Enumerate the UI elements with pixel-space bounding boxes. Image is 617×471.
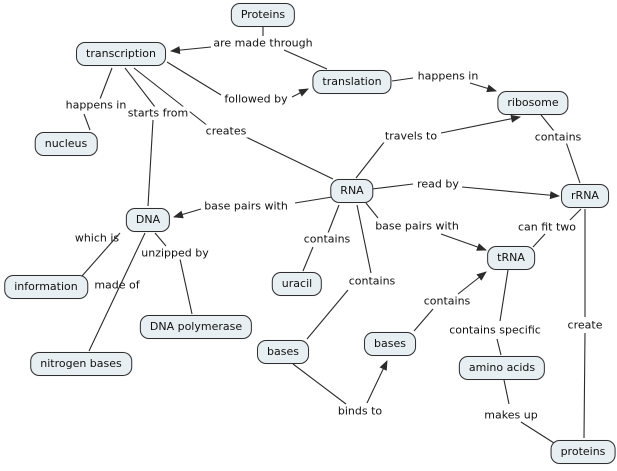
edge-line-5 <box>124 67 156 108</box>
concept-node-information[interactable]: information <box>4 275 88 299</box>
edge-line-35 <box>499 269 509 322</box>
concept-node-rrna[interactable]: rRNA <box>561 184 609 208</box>
edge-line-29 <box>413 308 434 332</box>
edge-line-3 <box>99 67 113 100</box>
concept-node-trna[interactable]: tRNA <box>487 246 535 270</box>
edge-line-12 <box>469 82 497 93</box>
concept-node-nitrogen-bases[interactable]: nitrogen bases <box>30 352 132 376</box>
concept-node-bases-rna[interactable]: bases <box>257 340 309 364</box>
concept-node-transcription[interactable]: transcription <box>76 42 166 66</box>
link-label-starts-from[interactable]: starts from <box>125 106 191 120</box>
edge-line-4 <box>83 113 91 131</box>
link-label-followed-by[interactable]: followed by <box>222 92 290 106</box>
link-label-create[interactable]: create <box>565 318 605 332</box>
edge-line-2 <box>283 49 328 70</box>
edge-line-32 <box>569 208 582 221</box>
link-label-binds-to[interactable]: binds to <box>335 404 385 418</box>
edge-line-13 <box>355 140 386 179</box>
link-label-contains-rrna[interactable]: contains <box>532 130 584 144</box>
concept-node-uracil[interactable]: uracil <box>271 272 323 296</box>
edge-line-18 <box>461 186 560 200</box>
link-label-base-pairs-with-dna[interactable]: base pairs with <box>202 199 290 213</box>
edge-line-9 <box>166 61 222 96</box>
edge-line-11 <box>391 77 414 82</box>
concept-node-proteins[interactable]: Proteins <box>230 3 296 27</box>
edge-line-16 <box>565 141 581 184</box>
link-label-are-made-through[interactable]: are made through <box>211 36 315 50</box>
edge-line-1 <box>170 46 212 55</box>
edge-line-6 <box>147 119 154 207</box>
concept-node-nucleus[interactable]: nucleus <box>34 132 98 156</box>
edge-line-28 <box>366 360 388 404</box>
edge-line-37 <box>503 379 510 405</box>
link-label-happens-in-nucleus[interactable]: happens in <box>63 98 129 112</box>
link-label-happens-in-ribosome[interactable]: happens in <box>415 69 481 83</box>
edge-line-39 <box>81 232 121 277</box>
edge-line-24 <box>306 289 349 340</box>
link-label-can-fit-two[interactable]: can fit two <box>515 220 579 234</box>
concept-node-amino-acids[interactable]: amino acids <box>458 356 546 380</box>
link-label-contains-bases[interactable]: contains <box>346 274 398 288</box>
edge-line-40 <box>154 232 167 247</box>
concept-node-rna[interactable]: RNA <box>330 179 374 203</box>
link-label-which-is[interactable]: which is <box>74 231 120 245</box>
link-label-creates[interactable]: creates <box>203 124 249 138</box>
link-label-contains-uracil[interactable]: contains <box>301 232 353 246</box>
link-label-unzipped-by[interactable]: unzipped by <box>139 246 211 260</box>
edge-line-34 <box>583 332 586 439</box>
edge-line-26 <box>440 233 487 251</box>
edge-line-15 <box>540 114 555 132</box>
concept-node-dna-polymerase[interactable]: DNA polymerase <box>139 315 253 339</box>
edge-line-30 <box>457 271 487 295</box>
edge-line-36 <box>496 338 502 356</box>
edge-line-27 <box>292 363 347 405</box>
edge-line-41 <box>179 258 193 315</box>
link-label-made-of[interactable]: made of <box>94 278 140 292</box>
edge-line-8 <box>245 136 334 180</box>
concept-node-ribosome[interactable]: ribosome <box>497 91 569 115</box>
concept-node-dna[interactable]: DNA <box>125 208 171 232</box>
edge-line-17 <box>371 183 414 190</box>
edge-line-19 <box>294 196 333 204</box>
link-label-contains-trna[interactable]: contains <box>421 294 473 308</box>
link-label-makes-up[interactable]: makes up <box>482 408 540 422</box>
concept-node-bases-trna[interactable]: bases <box>364 332 416 356</box>
link-label-travels-to[interactable]: travels to <box>382 129 440 143</box>
edge-line-21 <box>327 204 340 234</box>
link-label-base-pairs-with-trna[interactable]: base pairs with <box>373 219 461 233</box>
edge-line-22 <box>302 246 314 272</box>
edge-line-23 <box>356 204 372 274</box>
edge-line-42 <box>88 232 146 352</box>
concept-node-proteins-product[interactable]: proteins <box>550 440 616 464</box>
edge-line-7 <box>133 67 209 127</box>
edge-line-20 <box>173 208 202 219</box>
edge-line-10 <box>291 88 309 98</box>
edge-line-38 <box>520 421 555 444</box>
edge-line-14 <box>440 114 521 134</box>
edge-line-25 <box>365 202 379 219</box>
edge-line-31 <box>532 233 546 248</box>
link-label-read-by[interactable]: read by <box>415 177 461 191</box>
link-label-contains-specific[interactable]: contains specific <box>447 323 543 337</box>
concept-node-translation[interactable]: translation <box>312 70 392 94</box>
